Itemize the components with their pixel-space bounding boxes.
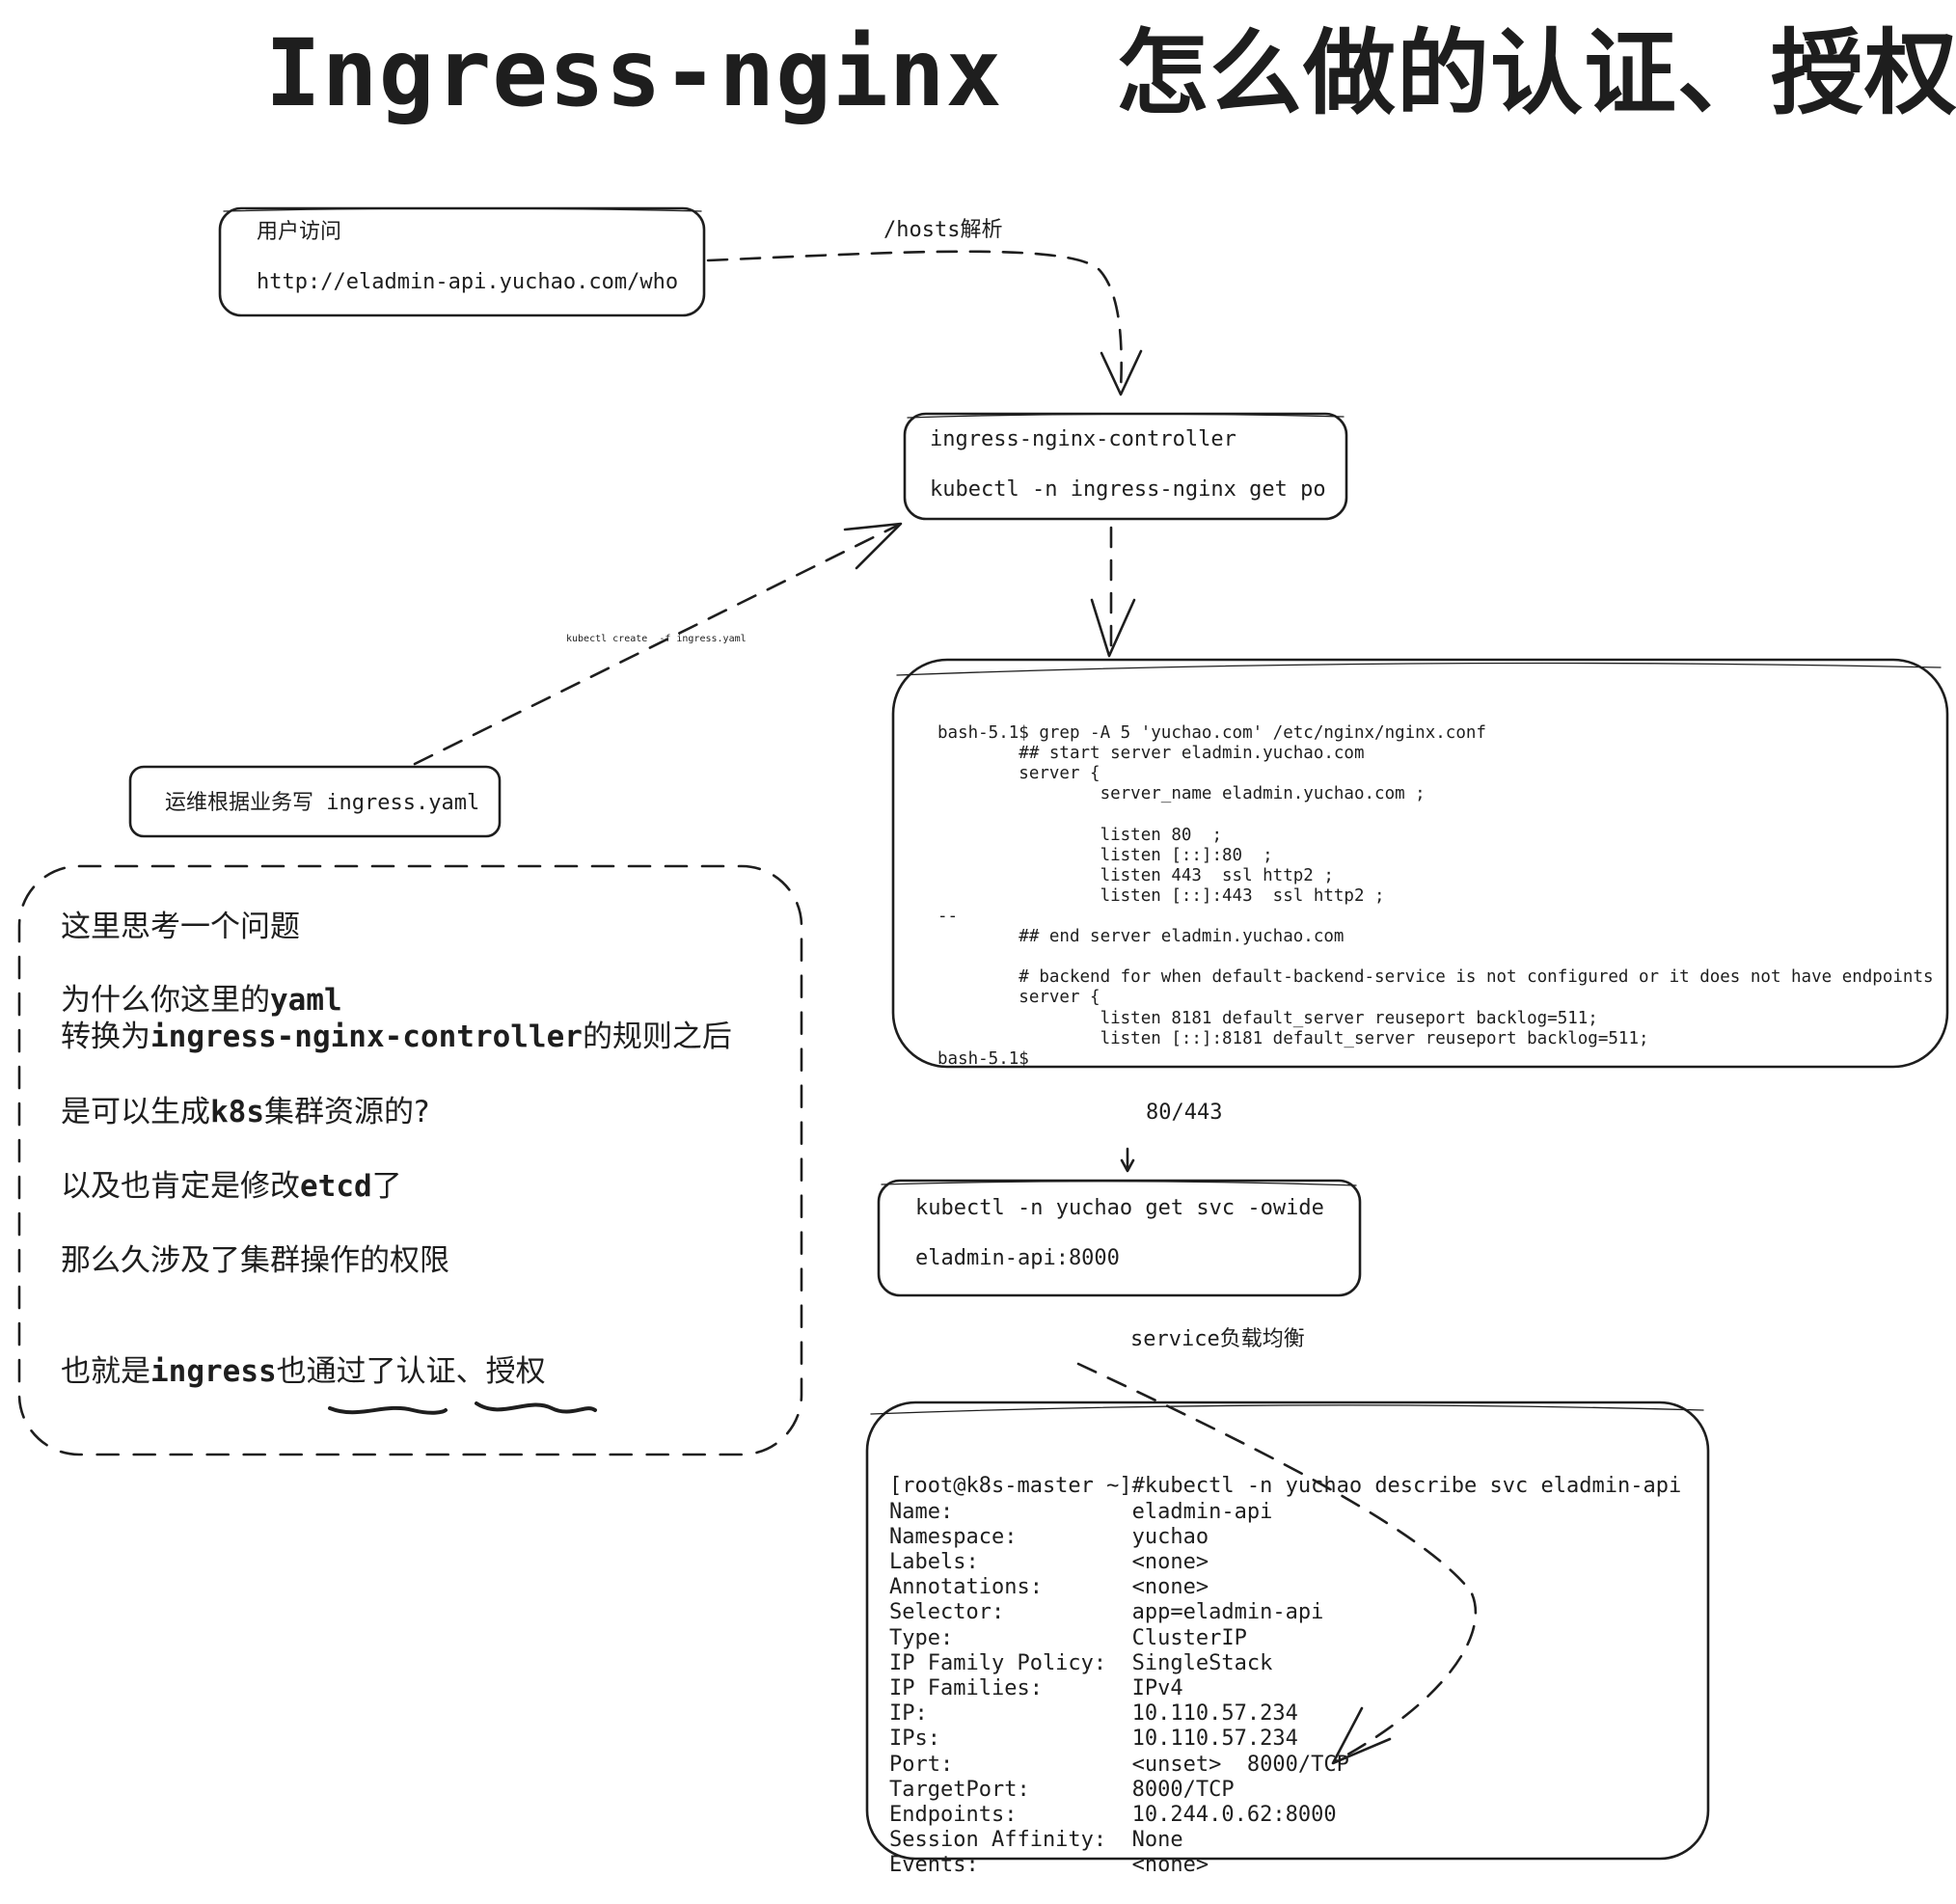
describe-line: [root@k8s-master ~]#kubectl -n yuchao de… bbox=[889, 1474, 1682, 1499]
ops-yaml-box[interactable] bbox=[128, 765, 502, 838]
edge-user-to-controller bbox=[706, 250, 1123, 392]
describe-svc-output: [root@k8s-master ~]#kubectl -n yuchao de… bbox=[889, 1424, 1681, 1904]
controller-command: kubectl -n ingress-nginx get po bbox=[930, 477, 1326, 502]
edge-ops-to-controller bbox=[413, 524, 899, 766]
note-line-2: 为什么你这里的yaml bbox=[61, 983, 342, 1018]
conf-line bbox=[937, 947, 1934, 967]
describe-line: Labels: <none> bbox=[889, 1550, 1209, 1575]
ops-yaml-label: 运维根据业务写 ingress.yaml bbox=[165, 791, 480, 815]
describe-line: Name: eladmin-api bbox=[889, 1499, 1273, 1524]
note-line-6: 那么久涉及了集群操作的权限 bbox=[61, 1243, 449, 1278]
conf-line: ## start server eladmin.yuchao.com bbox=[937, 744, 1365, 764]
question-note-box[interactable] bbox=[17, 864, 803, 1456]
describe-svc-box[interactable] bbox=[865, 1401, 1710, 1861]
describe-line: Selector: app=eladmin-api bbox=[889, 1600, 1324, 1625]
describe-line: Events: <none> bbox=[889, 1853, 1209, 1878]
conf-line: -- bbox=[937, 907, 959, 927]
svc-result: eladmin-api:8000 bbox=[915, 1246, 1120, 1270]
conf-line: listen 8181 default_server reuseport bac… bbox=[937, 1008, 1598, 1028]
conf-line: ## end server eladmin.yuchao.com bbox=[937, 927, 1345, 947]
note-line-3: 转换为ingress-nginx-controller的规则之后 bbox=[61, 1020, 732, 1054]
conf-line: listen 80 ; bbox=[937, 825, 1223, 845]
note-line-7: 也就是ingress也通过了认证、授权 bbox=[61, 1354, 546, 1389]
note-line-5: 以及也肯定是修改etcd了 bbox=[61, 1169, 402, 1204]
note-line-4: 是可以生成k8s集群资源的? bbox=[61, 1095, 430, 1129]
conf-line: # backend for when default-backend-servi… bbox=[937, 967, 1934, 988]
edge-label-hosts: /hosts解析 bbox=[883, 218, 1003, 242]
describe-line: Annotations: <none> bbox=[889, 1575, 1209, 1600]
conf-line: bash-5.1$ grep -A 5 'yuchao.com' /etc/ng… bbox=[937, 723, 1486, 744]
user-access-label: 用户访问 bbox=[257, 220, 342, 244]
conf-line: bash-5.1$ bbox=[937, 1048, 1029, 1069]
nginx-conf-box[interactable] bbox=[891, 658, 1949, 1069]
user-access-url[interactable]: http://eladmin-api.yuchao.com/who bbox=[257, 270, 679, 294]
describe-line: TargetPort: 8000/TCP bbox=[889, 1777, 1235, 1802]
conf-line: server { bbox=[937, 988, 1100, 1008]
arrowhead-controller-from-ops bbox=[843, 522, 903, 570]
arrowhead-endpoints-in bbox=[1331, 1706, 1392, 1765]
arrowhead-svc-in bbox=[1120, 1158, 1135, 1173]
arrowhead-controller-in bbox=[1100, 349, 1143, 396]
conf-line: server_name eladmin.yuchao.com ; bbox=[937, 784, 1426, 804]
describe-line: IP: 10.110.57.234 bbox=[889, 1701, 1298, 1727]
conf-line: listen [::]:443 ssl http2 ; bbox=[937, 885, 1385, 906]
conf-line: server { bbox=[937, 764, 1100, 784]
edge-label-lb: service负载均衡 bbox=[1130, 1327, 1305, 1351]
conf-line: listen 443 ssl http2 ; bbox=[937, 865, 1334, 885]
describe-line: IP Families: IPv4 bbox=[889, 1676, 1183, 1701]
underline-auth bbox=[328, 1405, 448, 1415]
conf-line: listen [::]:80 ; bbox=[937, 845, 1273, 865]
controller-name: ingress-nginx-controller bbox=[930, 427, 1236, 451]
describe-line: Endpoints: 10.244.0.62:8000 bbox=[889, 1803, 1337, 1828]
describe-line: IP Family Policy: SingleStack bbox=[889, 1650, 1273, 1675]
svc-box[interactable] bbox=[877, 1179, 1362, 1297]
describe-line: IPs: 10.110.57.234 bbox=[889, 1727, 1298, 1752]
describe-line: Namespace: yuchao bbox=[889, 1524, 1209, 1549]
edge-svc-to-endpoints bbox=[1076, 1362, 1478, 1763]
page-title: Ingress-nginx 怎么做的认证、授权? bbox=[265, 19, 1956, 127]
arrowhead-conf-in bbox=[1090, 598, 1136, 658]
describe-line: Type: ClusterIP bbox=[889, 1625, 1247, 1650]
describe-line: Port: <unset> 8000/TCP bbox=[889, 1752, 1349, 1777]
edge-label-ports: 80/443 bbox=[1146, 1101, 1223, 1125]
note-line-1: 这里思考一个问题 bbox=[61, 910, 300, 944]
svc-command: kubectl -n yuchao get svc -owide bbox=[915, 1196, 1324, 1220]
conf-line: listen [::]:8181 default_server reusepor… bbox=[937, 1028, 1649, 1048]
conf-line bbox=[937, 805, 1934, 826]
edge-label-create: kubectl create -f ingress.yaml bbox=[566, 634, 747, 644]
describe-line: Session Affinity: None bbox=[889, 1828, 1183, 1853]
nginx-conf-output: bash-5.1$ grep -A 5 'yuchao.com' /etc/ng… bbox=[937, 683, 1934, 1090]
underline-authz bbox=[475, 1401, 597, 1414]
